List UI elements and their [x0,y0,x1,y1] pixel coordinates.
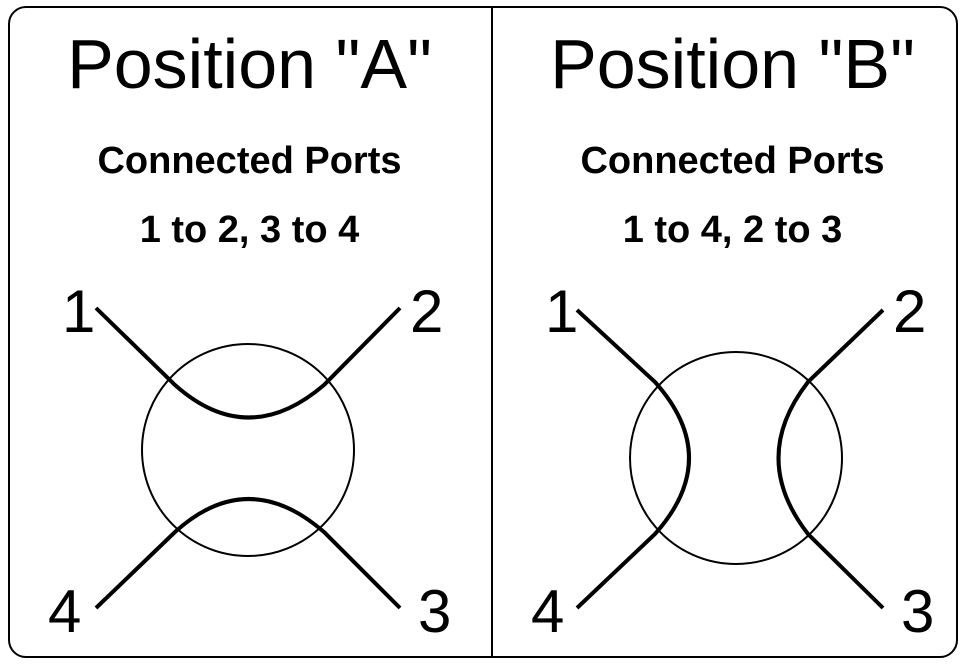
port-4-label: 4 [48,578,82,645]
port-1-label: 1 [545,278,579,345]
position-a-diagram: 1 2 3 4 [8,270,491,650]
flow-path-4-to-3 [94,497,402,610]
port-4-label: 4 [531,578,565,645]
panel-divider [491,7,493,658]
port-3-label: 3 [901,578,935,645]
position-a-flow-svg [94,306,402,610]
position-a-title: Position "A" [67,25,432,103]
flow-path-1-to-2 [94,306,402,420]
position-b-subtitle: Connected Ports [580,140,885,182]
port-2-label: 2 [893,278,927,345]
valve-circle [629,351,843,565]
outer-frame [8,6,958,658]
position-a-connections: 1 to 2, 3 to 4 [139,209,360,251]
position-b-flow-svg [575,308,885,610]
flow-path-2-to-3 [776,308,885,610]
position-a-panel: Position "A" Connected Ports 1 to 2, 3 t… [8,0,491,666]
flow-path-1-to-4 [575,308,691,610]
position-b-diagram: 1 2 3 4 [491,270,966,650]
port-1-label: 1 [62,278,96,345]
port-2-label: 2 [410,278,444,345]
position-a-subtitle: Connected Ports [97,140,402,182]
valve-circle [141,343,355,557]
position-b-connections: 1 to 4, 2 to 3 [622,209,843,251]
position-b-panel: Position "B" Connected Ports 1 to 4, 2 t… [491,0,966,666]
position-b-title: Position "B" [550,25,915,103]
port-3-label: 3 [418,578,452,645]
